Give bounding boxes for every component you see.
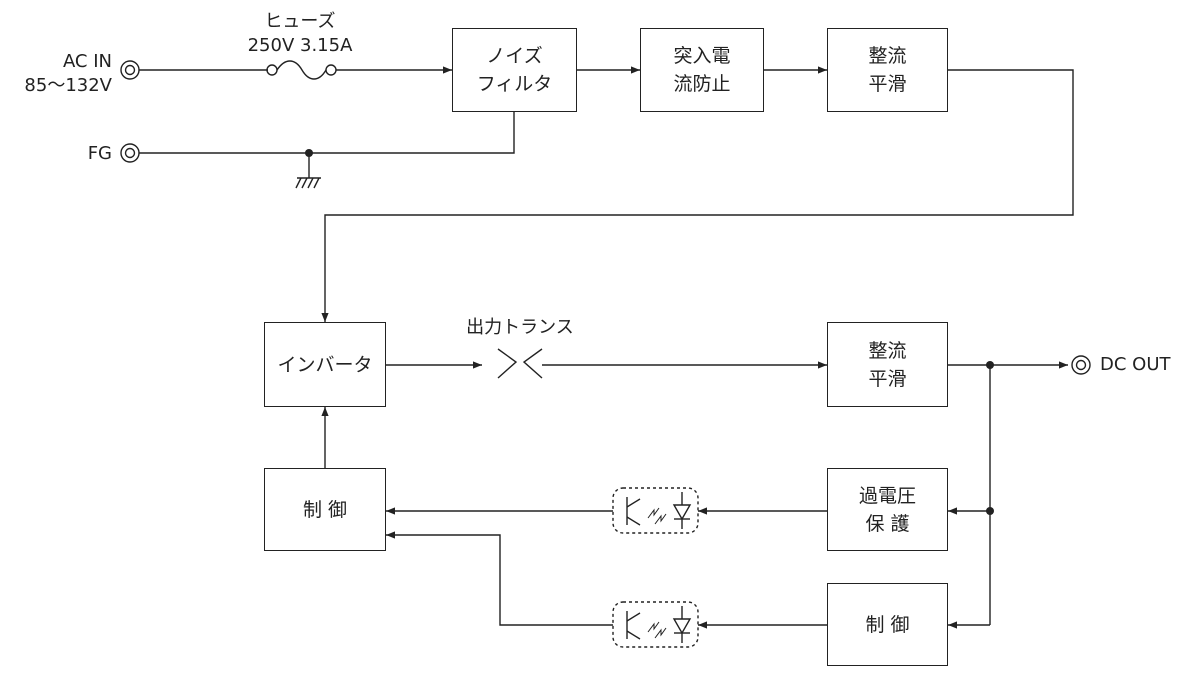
junction-dots: [305, 149, 994, 515]
fg-terminal: [120, 143, 140, 163]
ground-symbol: [295, 153, 321, 189]
rectifier-smoothing-block-2: 整流 平滑: [827, 322, 948, 407]
control-block-right: 制 御: [827, 583, 948, 666]
control-block-left: 制 御: [264, 468, 386, 551]
photocoupler-2: [612, 601, 699, 648]
dc-out-label: DC OUT: [1100, 354, 1171, 375]
fuse-label: ヒューズ 250V 3.15A: [247, 11, 353, 56]
photocoupler-1: [612, 487, 699, 534]
fg-label: FG: [87, 143, 112, 164]
ac-in-terminal: [120, 60, 140, 80]
overvoltage-protection-block: 過電圧 保 護: [827, 468, 948, 551]
output-transformer-label: 出力トランス: [466, 317, 574, 338]
ac-in-label: AC IN 85〜132V: [24, 51, 112, 96]
fuse-symbol: [266, 60, 337, 80]
rectifier-smoothing-block-1: 整流 平滑: [827, 28, 948, 112]
inverter-block: インバータ: [264, 322, 386, 407]
inrush-prevention-block: 突入電 流防止: [640, 28, 764, 112]
output-transformer-symbol: [497, 348, 543, 379]
dc-out-terminal: [1071, 355, 1091, 375]
noise-filter-block: ノイズ フィルタ: [452, 28, 577, 112]
